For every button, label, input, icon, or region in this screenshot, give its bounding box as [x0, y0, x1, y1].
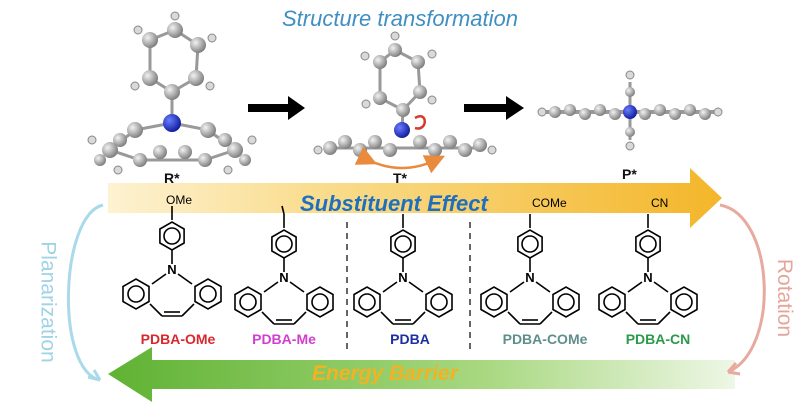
aromatic-circle — [521, 235, 539, 253]
nitrogen-label: N — [167, 262, 176, 277]
nitrogen-label: N — [525, 270, 534, 285]
molecule-name-pdba: PDBA — [390, 331, 430, 347]
right-aromatic-circle — [557, 293, 575, 311]
bridge-right — [539, 311, 553, 325]
aromatic-circle — [394, 235, 412, 253]
r-star-molecule — [87, 11, 257, 175]
left-benzo-ring — [234, 286, 262, 318]
molecule-name-pdba-me: PDBA-Me — [252, 331, 316, 347]
left-benzo-ring — [598, 286, 626, 318]
bridge-left — [507, 311, 521, 325]
n-left-bond — [627, 281, 643, 293]
energy-barrier-band — [108, 347, 735, 402]
n-left-bond — [263, 281, 279, 293]
bridge-left — [625, 311, 639, 325]
figure-title: Structure transformation — [282, 6, 518, 31]
left-aromatic-circle — [485, 293, 503, 311]
p-star-molecule — [537, 70, 723, 151]
aromatic-circle — [639, 235, 657, 253]
left-aromatic-circle — [603, 293, 621, 311]
bridge-left — [380, 311, 394, 325]
right-aromatic-circle — [675, 293, 693, 311]
right-benzo-ring — [552, 286, 580, 318]
n-right-bond — [535, 281, 551, 293]
right-aromatic-circle — [199, 285, 217, 303]
right-benzo-ring — [425, 286, 453, 318]
methyl-bond — [281, 205, 285, 215]
substituent-ome: OMe — [166, 193, 193, 207]
n-right-bond — [177, 273, 193, 285]
left-benzo-ring — [122, 278, 150, 310]
substituent-cn: CN — [651, 196, 669, 210]
state-label-r: R* — [164, 170, 180, 186]
n-right-bond — [653, 281, 669, 293]
rotation-arrow — [719, 203, 766, 376]
nitrogen-label: N — [398, 270, 407, 285]
bridge-right — [181, 303, 195, 317]
t-star-molecule — [313, 31, 497, 174]
nitrogen-label: N — [279, 270, 288, 285]
nitrogen-label: N — [643, 270, 652, 285]
right-aromatic-circle — [430, 293, 448, 311]
bridge-right — [412, 311, 426, 325]
aromatic-circle — [275, 235, 293, 253]
rotation-label: Rotation — [773, 258, 797, 338]
transition-arrow-1 — [248, 96, 305, 120]
bridge-right — [657, 311, 671, 325]
bridge-right — [293, 311, 307, 325]
molecule-name-pdba-cn: PDBA-CN — [625, 331, 691, 347]
left-benzo-ring — [353, 286, 381, 318]
right-aromatic-circle — [311, 293, 329, 311]
n-left-bond — [151, 273, 167, 285]
n-left-bond — [509, 281, 525, 293]
substituent-come: COMe — [532, 196, 567, 210]
planarization-label: Planarization — [36, 241, 60, 363]
state-label-t: T* — [393, 170, 407, 186]
left-benzo-ring — [480, 286, 508, 318]
left-aromatic-circle — [239, 293, 257, 311]
bridge-left — [149, 303, 163, 317]
n-right-bond — [289, 281, 305, 293]
planarization-arrow — [67, 203, 104, 382]
substituent-effect-label: Substituent Effect — [300, 191, 488, 216]
molecule-name-pdba-come: PDBA-COMe — [502, 331, 588, 347]
right-benzo-ring — [306, 286, 334, 318]
bridge-left — [261, 311, 275, 325]
transition-arrow-2 — [464, 96, 524, 120]
n-right-bond — [408, 281, 424, 293]
left-aromatic-circle — [358, 293, 376, 311]
right-benzo-ring — [670, 286, 698, 318]
state-label-p: P* — [622, 166, 637, 182]
substituent-effect-band — [108, 168, 722, 228]
left-aromatic-circle — [127, 285, 145, 303]
energy-barrier-label: Energy Barrier — [312, 362, 458, 385]
right-benzo-ring — [194, 278, 222, 310]
aromatic-circle — [163, 227, 181, 245]
n-left-bond — [382, 281, 398, 293]
molecule-name-pdba-ome: PDBA-OMe — [140, 331, 216, 347]
